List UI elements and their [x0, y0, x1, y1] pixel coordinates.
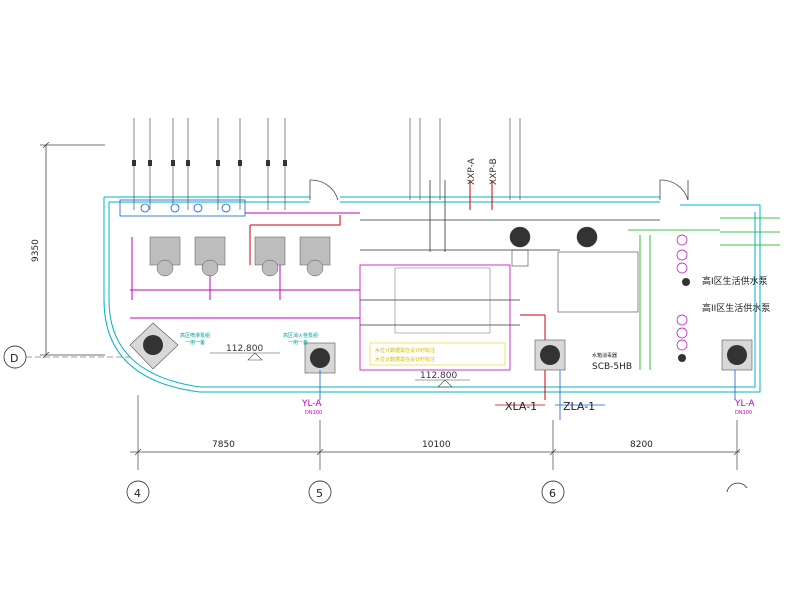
axis-label-4: 4 — [134, 487, 141, 500]
pipe-label-xxp-b: XXP-B — [489, 158, 499, 185]
riser-pipes-center — [409, 118, 521, 200]
pump-group-right — [676, 234, 688, 351]
pipe-label-zla-1: ZLA-1 — [563, 400, 595, 413]
fire-pipes — [130, 180, 546, 400]
column-cores — [143, 335, 747, 368]
tank-right — [509, 226, 639, 313]
axis-bubble-5 — [308, 480, 332, 504]
zone-high-1-label: 高I区生活供水泵 — [702, 275, 768, 287]
axis-label-D: D — [10, 352, 18, 365]
note-yellow-2: 水位计数据需在设计时标注 — [375, 356, 435, 363]
dimension-horizontal — [130, 395, 741, 470]
riser-pipes-left — [133, 118, 286, 210]
axis-label-5: 5 — [316, 487, 323, 500]
door-left — [309, 179, 339, 201]
note-yellow-1: 水位计数据需在设计时标注 — [375, 347, 435, 354]
elevation-marker-mid — [415, 379, 470, 388]
span-label-1: 7850 — [212, 440, 235, 450]
water-tank — [359, 264, 511, 371]
pipe-label-xxp-a: XXP-A — [467, 157, 477, 185]
room-outline — [103, 196, 761, 393]
group-left-2: 高区消火栓泵组 — [283, 332, 318, 339]
structural-columns — [129, 322, 753, 374]
pump-group-left — [149, 236, 331, 277]
tank-label: 水箱消毒器 — [592, 352, 617, 359]
axis-bubble-D: D — [3, 345, 130, 369]
pipe-label-yl-left-dn: DN100 — [305, 410, 322, 416]
group-left-2b: 一用一备 — [288, 339, 308, 346]
main-pipes-center — [360, 180, 660, 326]
note-box — [369, 342, 506, 366]
pipe-label-xla-1: XLA-1 — [505, 400, 537, 413]
elevation-marker-left — [210, 352, 280, 361]
dimension-vertical — [40, 141, 105, 359]
axis-bubble-6 — [541, 480, 565, 504]
span-label-3: 8200 — [630, 440, 653, 450]
zone-high-2-label: 高II区生活供水泵 — [702, 302, 770, 314]
group-left-1b: 一用一备 — [185, 339, 205, 346]
tank-model: SCB-5HB — [592, 362, 632, 372]
pipe-label-yl-left: YL-A — [301, 399, 322, 409]
pump-body-right — [678, 278, 690, 362]
span-label-2: 10100 — [422, 440, 451, 450]
header-manifold-left — [119, 199, 246, 217]
pipe-label-yl-right-dn: DN100 — [735, 410, 752, 416]
axis-bubble-7 — [726, 482, 748, 493]
elevation-left: 112.800 — [226, 344, 263, 354]
supply-pipes-right — [628, 217, 780, 370]
group-left-1: 高区喷淋泵组 — [180, 332, 210, 339]
riser-valves-left — [132, 160, 287, 166]
pipe-label-yl-right: YL-A — [734, 399, 755, 409]
elevation-mid: 112.800 — [420, 371, 457, 381]
axis-bubble-4 — [126, 480, 150, 504]
pipe-leaders-bottom — [319, 370, 736, 420]
axis-label-6: 6 — [549, 487, 556, 500]
door-right — [659, 179, 689, 201]
dimension-height-label: 9350 — [31, 239, 41, 262]
